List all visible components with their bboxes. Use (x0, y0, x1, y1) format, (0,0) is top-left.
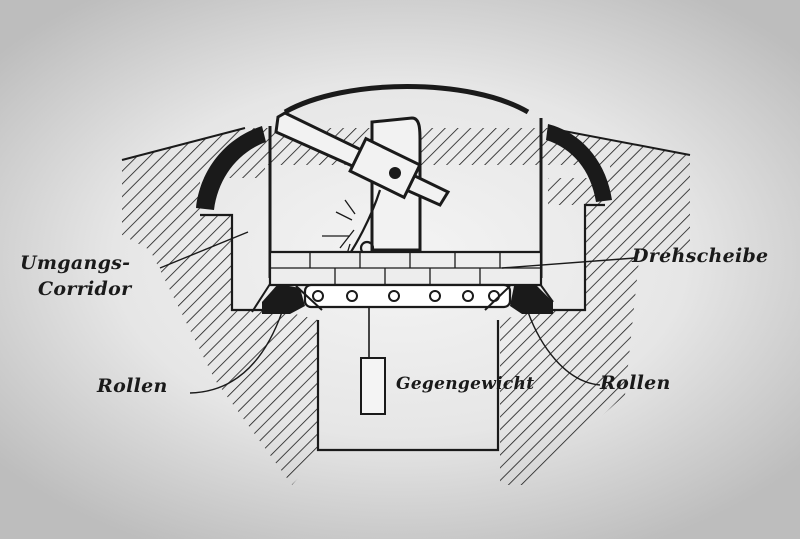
label-rollen-left: Rollen (97, 375, 168, 397)
label-drehscheibe: Drehscheibe (632, 245, 769, 267)
counterweight (360, 357, 386, 415)
drehscheibe-leader (501, 257, 636, 269)
cupola-dome (283, 84, 530, 115)
lower-shaft (316, 320, 500, 452)
right-armor-ring (546, 124, 612, 202)
roller-race (303, 283, 512, 309)
label-corridor: Corridor (38, 278, 132, 300)
right-roller-block (510, 284, 553, 314)
earthwork-hatching (122, 128, 690, 485)
corridor-outline (200, 203, 605, 312)
corridor-leader (159, 231, 249, 269)
turntable-joints (270, 252, 541, 285)
label-umgangs: Umgangs- (20, 252, 131, 274)
trunnion (389, 167, 401, 179)
rollen-right-leader (527, 311, 601, 386)
rollen-left-leader (189, 311, 283, 394)
label-gegengewicht: Gegengewicht (396, 374, 535, 394)
left-armor-ring (196, 126, 266, 210)
gun-cradle (348, 136, 422, 200)
left-roller-block (262, 284, 305, 314)
bearing-struts (251, 283, 554, 313)
label-rollen-right: Rollen (600, 372, 671, 394)
ground-line (121, 127, 691, 161)
elevating-gear (322, 199, 356, 265)
